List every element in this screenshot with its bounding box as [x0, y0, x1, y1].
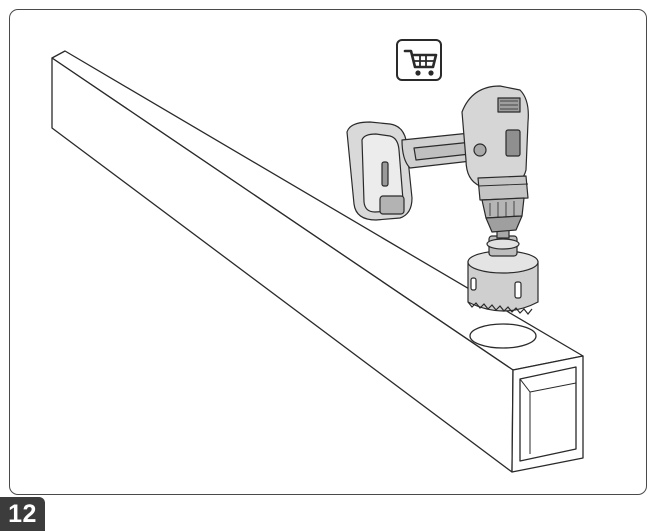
step-number-badge: 12 [0, 497, 45, 531]
illustration-canvas [51, 39, 584, 473]
square-tube [51, 50, 584, 473]
illustration-frame [9, 9, 647, 495]
shopping-cart-icon [396, 39, 442, 81]
cordless-drill-icon [346, 85, 529, 233]
hole-saw-icon [467, 217, 539, 315]
